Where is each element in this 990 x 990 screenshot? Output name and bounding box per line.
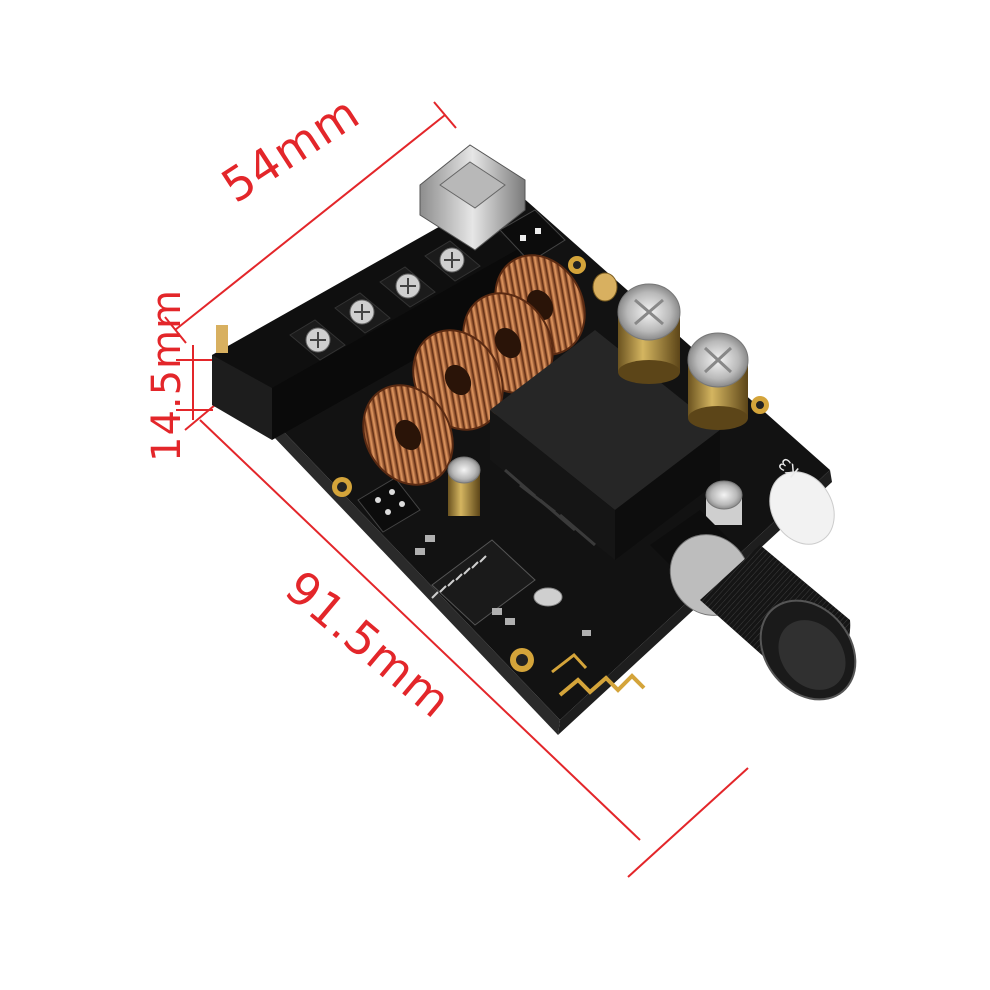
- small-yellow-capacitor: [592, 272, 618, 302]
- height-dimension-label: 14.5mm: [144, 289, 190, 462]
- width-dimension-line: [174, 114, 446, 331]
- dimension-lines: [164, 101, 749, 878]
- led-indicator: [769, 471, 835, 545]
- chip-area: [415, 535, 591, 636]
- usb-c-connector: [419, 144, 526, 251]
- pin-header: [357, 477, 421, 533]
- gold-pin: [216, 325, 228, 353]
- volume-knob: [650, 510, 857, 701]
- inductor-coils: [362, 254, 586, 486]
- screw-terminal-block: [212, 215, 520, 440]
- capacitors: [447, 283, 749, 525]
- terminal-screws: [305, 247, 465, 353]
- heatsink: [490, 330, 720, 560]
- small-connector: [499, 209, 566, 263]
- length-dimension-line: [199, 419, 641, 841]
